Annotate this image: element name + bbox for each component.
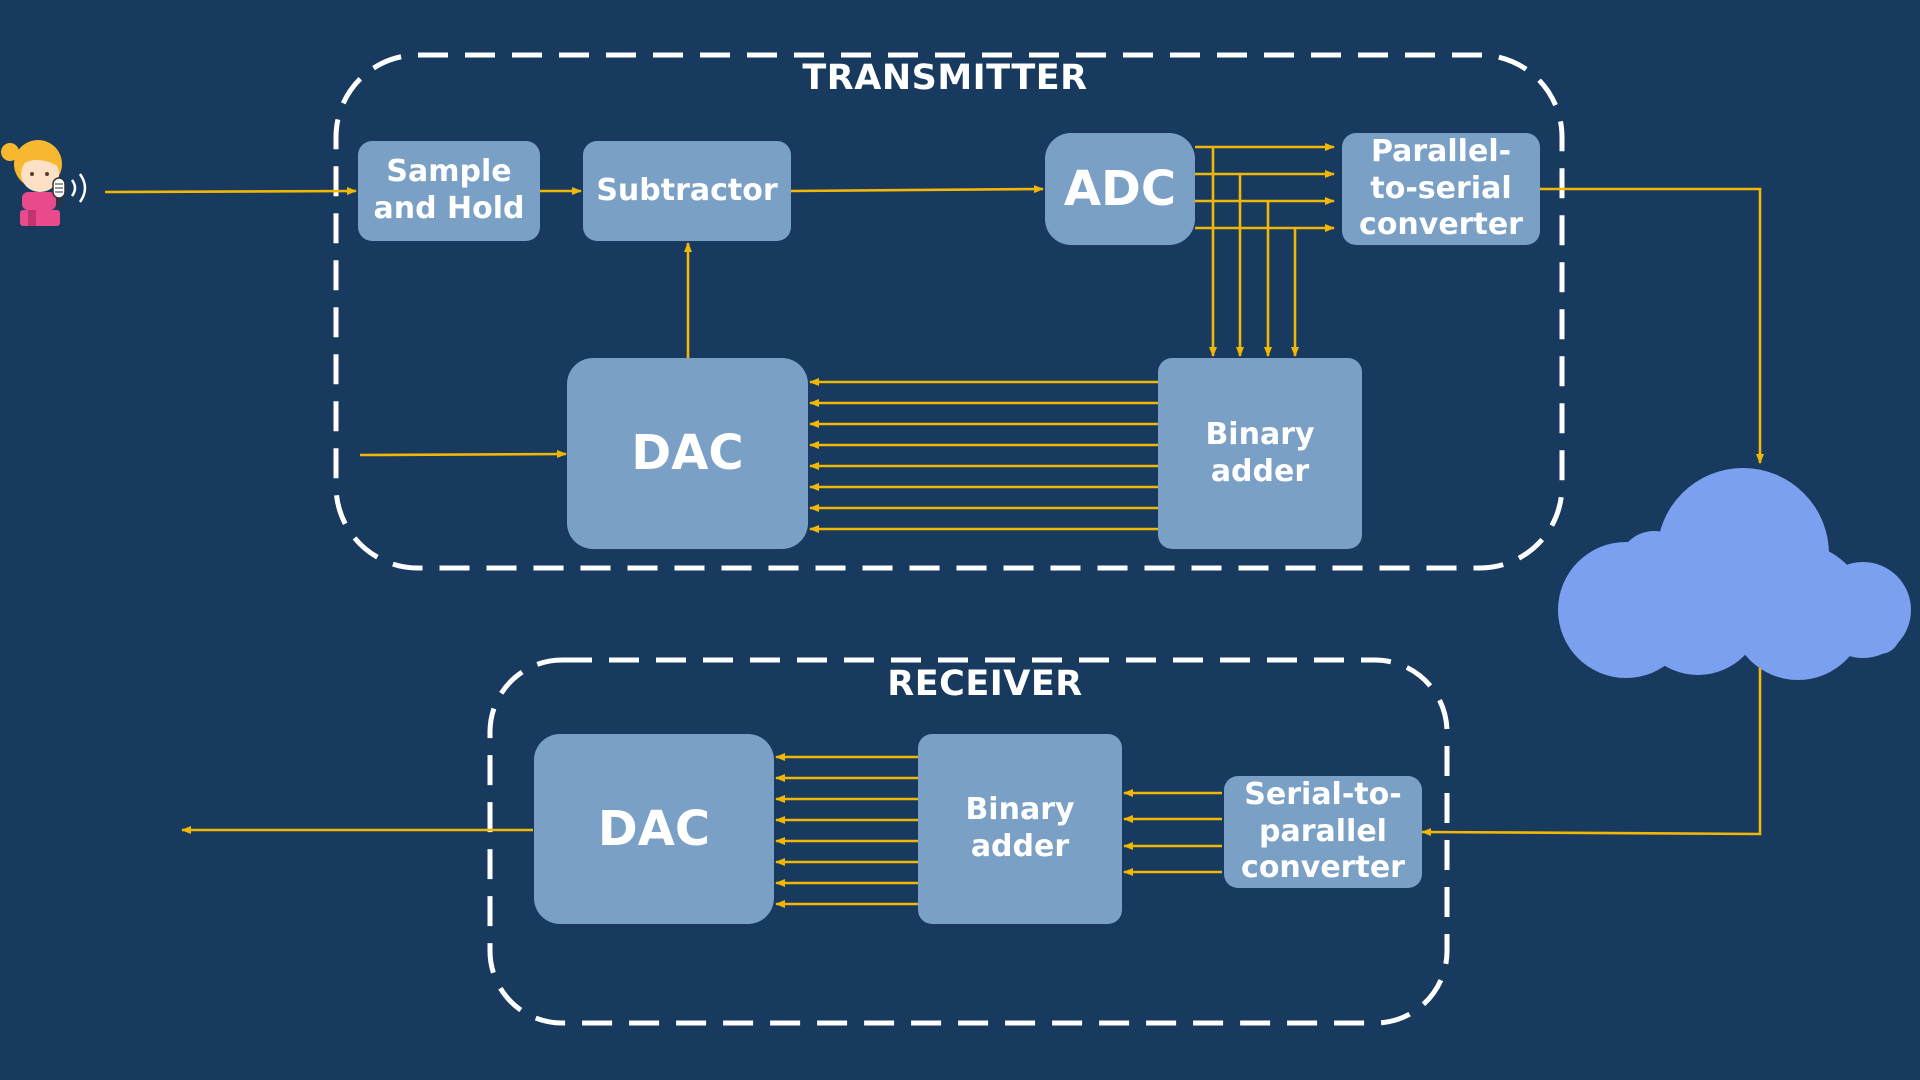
receiver-boundary <box>487 657 1450 1026</box>
speaker-icon <box>1 140 87 226</box>
sample-and-hold-block: Sample and Hold <box>358 141 540 241</box>
transmitter-binary-adder-block: Binary adder <box>1158 358 1362 549</box>
wire-into-tx-dac <box>359 450 567 459</box>
adc-block: ADC <box>1045 133 1195 245</box>
subtractor-block: Subtractor <box>583 141 791 241</box>
parallel-to-serial-block: Parallel- to-serial converter <box>1342 133 1540 245</box>
receiver-dac-block: DAC <box>534 734 774 924</box>
wire-cloud-to-s2p <box>1421 664 1762 837</box>
receiver-title: RECEIVER <box>887 664 1083 704</box>
wire-sub-to-adc <box>790 185 1044 194</box>
cloud-icon <box>1558 468 1911 680</box>
transmitter-title: TRANSMITTER <box>802 58 1088 98</box>
transmitter-dac-block: DAC <box>567 358 808 549</box>
receiver-binary-adder-block: Binary adder <box>918 734 1122 924</box>
serial-to-parallel-block: Serial-to- parallel converter <box>1224 776 1422 888</box>
wire-p2s-to-cloud <box>1540 187 1764 464</box>
transmitter-boundary <box>333 52 1565 571</box>
wire-input <box>104 187 357 196</box>
